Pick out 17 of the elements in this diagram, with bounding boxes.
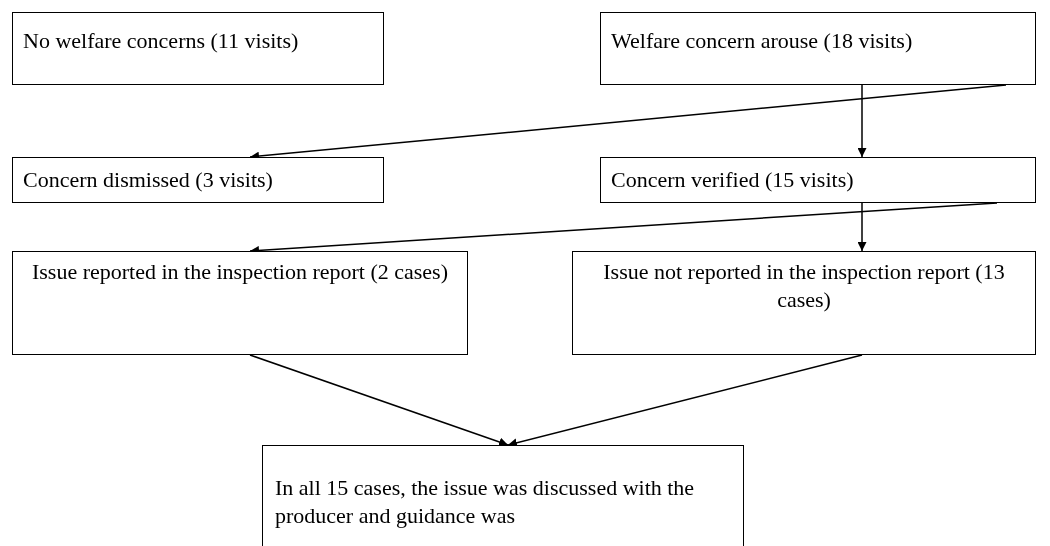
process-box (600, 12, 1036, 85)
process-box (600, 157, 1036, 203)
process-box (262, 445, 744, 546)
box-text: No welfare concerns (11 visits) (23, 27, 300, 55)
box-text: In all 15 cases, the issue was discussed with the producer and guidance was (275, 474, 696, 530)
process-box (12, 157, 384, 203)
arrow (857, 202, 867, 252)
box-text: Concern verified (15 visits) (611, 166, 855, 194)
arrow (249, 354, 509, 447)
box-text: Concern dismissed (3 visits) (23, 166, 274, 194)
box-text: Issue reported in the inspection report (2 cases) (31, 258, 449, 286)
process-box (572, 251, 1036, 355)
process-box (12, 12, 384, 85)
arrow (857, 84, 867, 158)
box-text: Issue not reported in the inspection report (13 cases) (602, 258, 1006, 314)
process-box (12, 251, 468, 355)
box-text: Welfare concern arouse (18 visits) (611, 27, 914, 55)
